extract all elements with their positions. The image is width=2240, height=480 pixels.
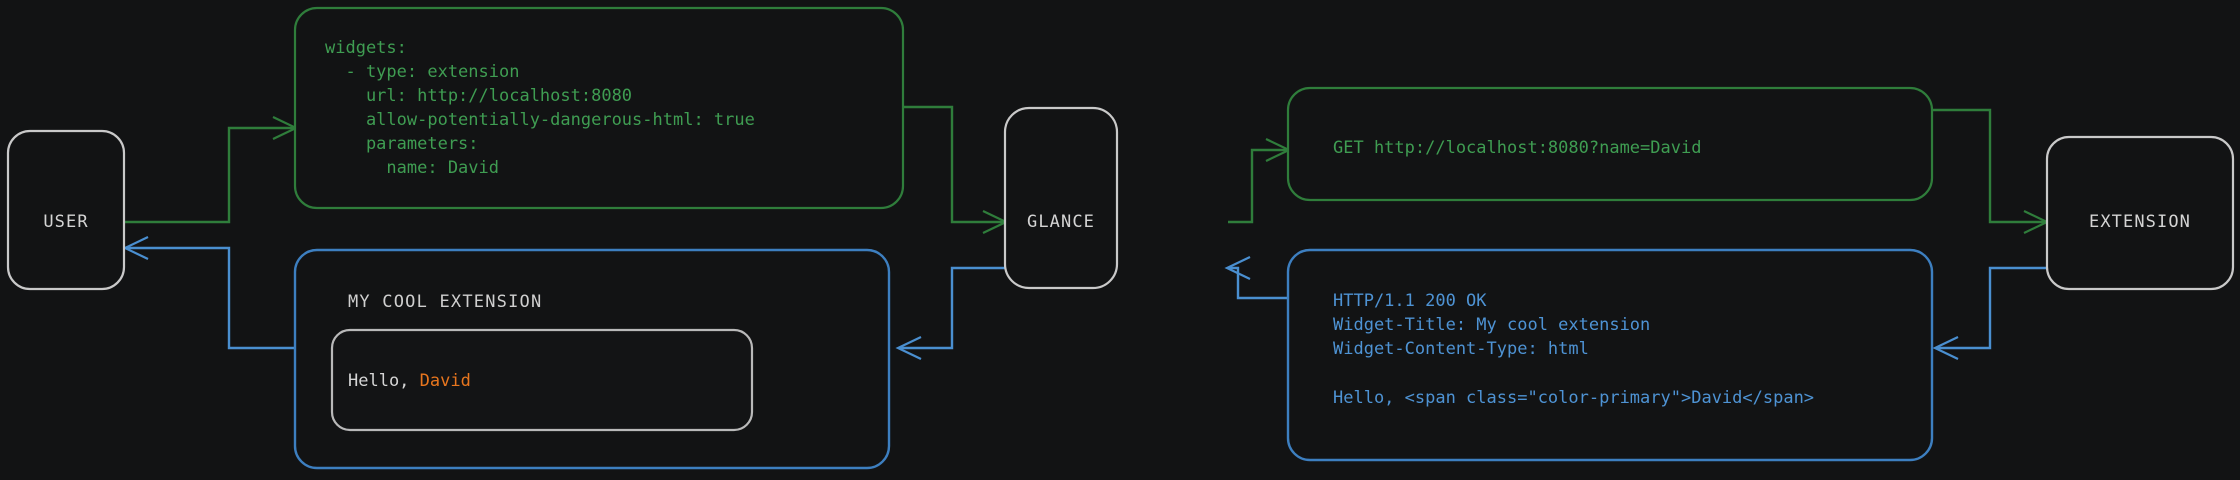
edge-config-to-glance bbox=[903, 105, 1009, 234]
node-extension-label: EXTENSION bbox=[2089, 212, 2191, 232]
widget-content-accent: David bbox=[420, 371, 471, 391]
http-request-shape bbox=[1286, 86, 1934, 202]
node-glance[interactable]: GLANCE bbox=[1003, 106, 1119, 290]
http-response-line: Widget-Content-Type: html bbox=[1333, 339, 1589, 359]
http-response-line: Widget-Title: My cool extension bbox=[1333, 315, 1650, 335]
node-glance-shape bbox=[1003, 106, 1119, 290]
edge-glance-to-widget bbox=[895, 266, 1005, 360]
widget-title: MY COOL EXTENSION bbox=[348, 292, 542, 312]
yaml-config-box: widgets: - type: extension url: http://l… bbox=[293, 6, 905, 210]
yaml-line: - type: extension bbox=[325, 62, 519, 82]
node-user-label: USER bbox=[43, 212, 88, 232]
edge-response-to-glance bbox=[1224, 256, 1288, 300]
edge-request-to-extension bbox=[1932, 108, 2050, 234]
widget-content-card bbox=[330, 328, 754, 432]
rendered-widget-box: MY COOL EXTENSION Hello, David bbox=[293, 248, 891, 470]
yaml-line: widgets: bbox=[325, 38, 407, 58]
http-request-box: GET http://localhost:8080?name=David bbox=[1286, 86, 1934, 202]
edge-widget-to-user bbox=[122, 236, 295, 350]
yaml-line: allow-potentially-dangerous-html: true bbox=[325, 110, 755, 130]
node-glance-label: GLANCE bbox=[1027, 212, 1095, 232]
yaml-line: name: David bbox=[325, 158, 499, 178]
widget-content-line: Hello, David bbox=[348, 371, 471, 391]
edge-glance-to-request bbox=[1228, 138, 1292, 224]
node-extension-shape bbox=[2045, 135, 2235, 291]
edge-extension-to-response bbox=[1932, 266, 2046, 360]
widget-content-prefix: Hello, bbox=[348, 371, 420, 391]
http-response-shape bbox=[1286, 248, 1934, 462]
http-response-box: HTTP/1.1 200 OK Widget-Title: My cool ex… bbox=[1286, 248, 1934, 462]
http-response-line: HTTP/1.1 200 OK bbox=[1333, 291, 1487, 311]
yaml-config-shape bbox=[293, 6, 905, 210]
yaml-line: url: http://localhost:8080 bbox=[325, 86, 632, 106]
yaml-line: parameters: bbox=[325, 134, 479, 154]
http-request-line: GET http://localhost:8080?name=David bbox=[1333, 138, 1701, 158]
http-response-line: Hello, <span class="color-primary">David… bbox=[1333, 388, 1814, 408]
node-user[interactable]: USER bbox=[6, 129, 126, 291]
node-extension[interactable]: EXTENSION bbox=[2045, 135, 2235, 291]
node-user-shape bbox=[6, 129, 126, 291]
edge-user-to-config bbox=[124, 116, 299, 224]
